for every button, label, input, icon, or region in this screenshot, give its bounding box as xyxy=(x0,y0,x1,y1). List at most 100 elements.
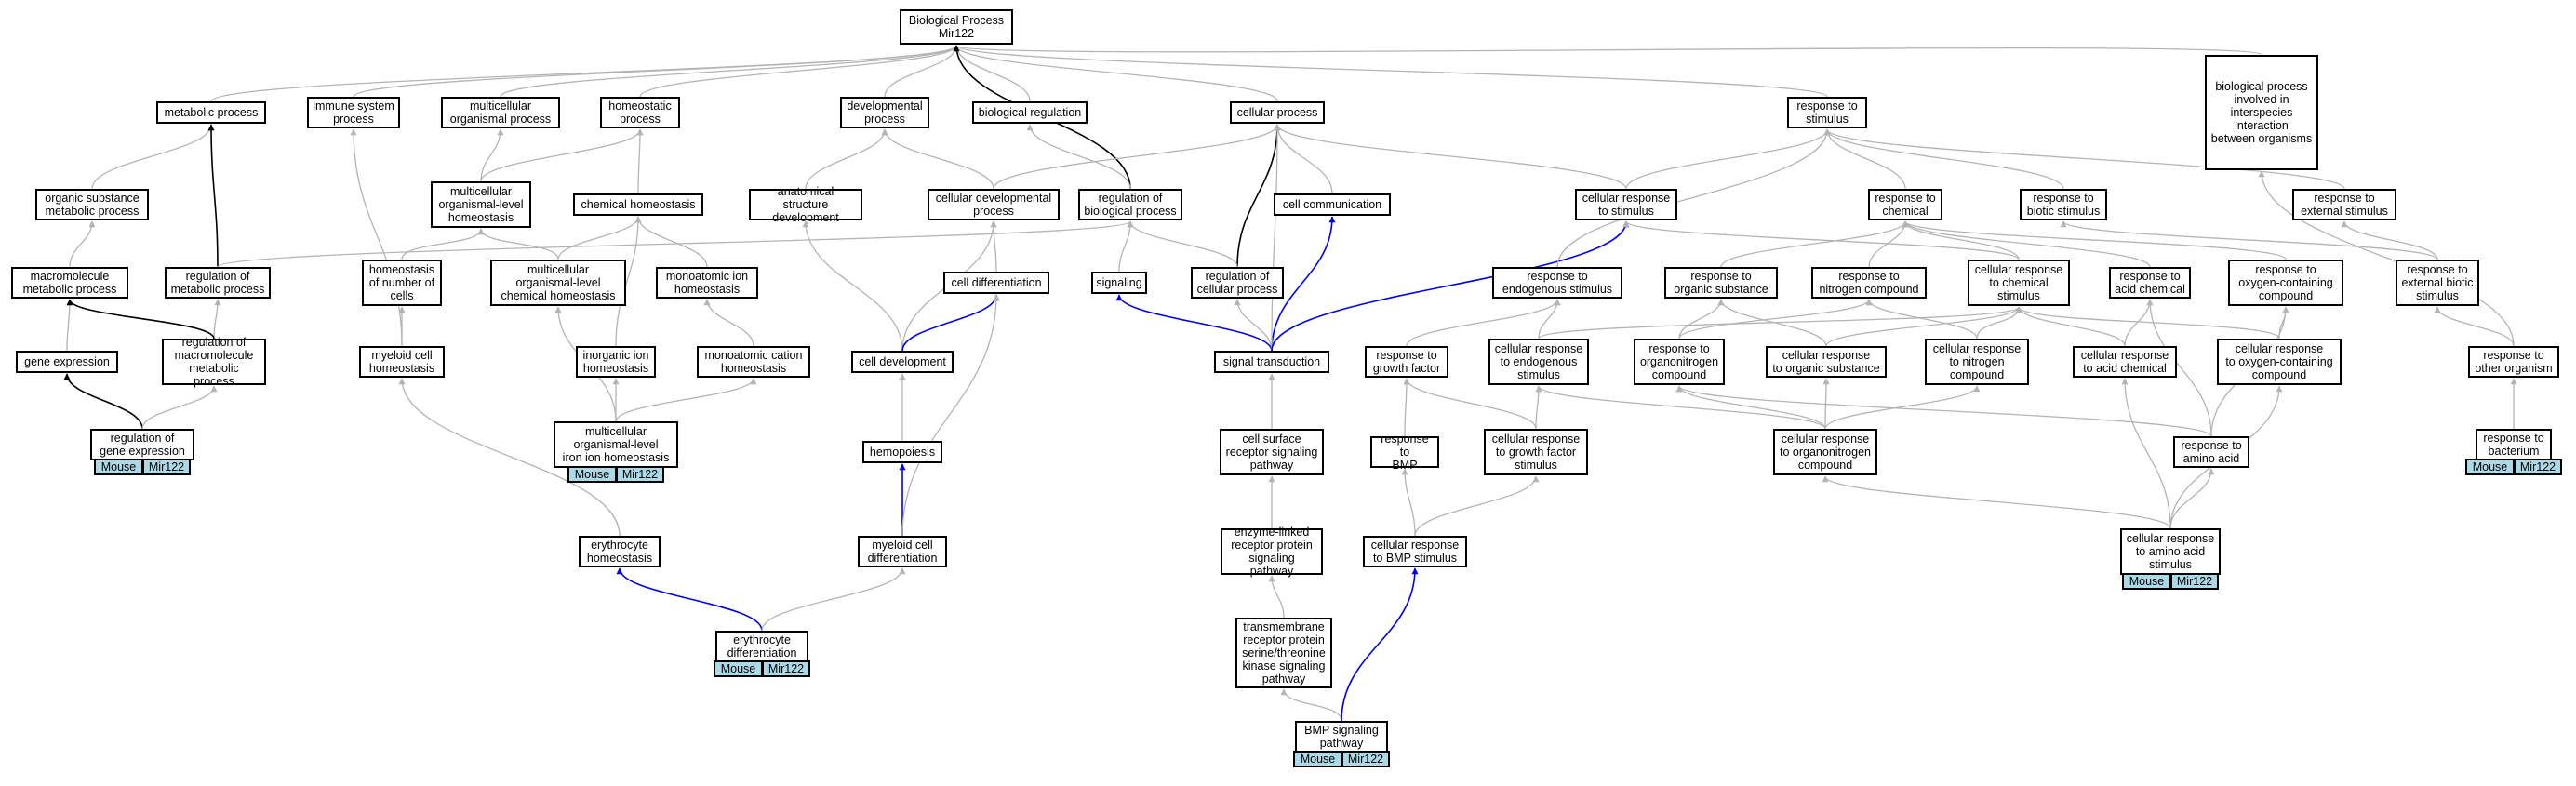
go-term-cell-resp-bmp[interactable]: cellular response to BMP stimulus xyxy=(1363,536,1467,567)
go-term-resp-organonitro[interactable]: response to organonitrogen compound xyxy=(1634,339,1725,385)
go-term-resp-biotic[interactable]: response to biotic stimulus xyxy=(2020,189,2107,220)
edge-resp_chem-resp_stim xyxy=(1823,128,1906,190)
go-term-erythro-diff[interactable]: erythrocyte differentiation xyxy=(715,631,808,662)
go-term-cell-resp-chem[interactable]: cellular response to chemical stimulus xyxy=(1968,260,2070,306)
go-term-mc-iron[interactable]: multicellular organismal-level iron ion … xyxy=(554,421,678,468)
edge-resp_endo-resp_stim xyxy=(1556,128,1831,268)
go-term-resp-ext[interactable]: response to external stimulus xyxy=(2292,189,2396,220)
go-term-cell-resp-stim[interactable]: cellular response to stimulus xyxy=(1575,189,1677,220)
go-term-resp-ext-biotic[interactable]: response to external biotic stimulus xyxy=(2396,260,2479,306)
go-term-metabolic[interactable]: metabolic process xyxy=(156,101,266,124)
edge-bmp_sig-cell_resp_bmp xyxy=(1341,567,1419,722)
edge-cell_resp_growth-resp_growth xyxy=(1403,378,1537,430)
edge-cell_resp_chem-cell_resp_stim xyxy=(1622,220,2020,260)
go-term-reg-macro[interactable]: regulation of macromolecule metabolic pr… xyxy=(162,336,266,388)
go-term-bmp-sig[interactable]: BMP signaling pathway xyxy=(1295,721,1388,753)
go-term-reg-gene-expr[interactable]: regulation of gene expression xyxy=(90,429,194,460)
go-term-resp-oxy[interactable]: response to oxygen-containing compound xyxy=(2228,260,2343,306)
go-term-resp-stim[interactable]: response to stimulus xyxy=(1787,97,1867,128)
go-term-cell-dev[interactable]: cell development xyxy=(851,351,954,373)
edge-cell_resp_endo-resp_endo xyxy=(1538,299,1561,340)
go-term-developmental[interactable]: developmental process xyxy=(840,97,929,128)
edge-mono_cat-mono_ion xyxy=(703,299,754,347)
go-term-homeostatic[interactable]: homeostatic process xyxy=(600,97,680,128)
edge-cell_diff-cell_dev_proc xyxy=(990,220,997,273)
go-term-cell-dev-proc[interactable]: cellular developmental process xyxy=(928,189,1060,220)
go-term-resp-chem[interactable]: response to chemical xyxy=(1868,189,1942,220)
go-term-cell-resp-acid[interactable]: cellular response to acid chemical xyxy=(2073,346,2177,378)
species-tag: Mouse xyxy=(2122,573,2171,590)
edge-reg_cell-reg_bio xyxy=(1127,220,1238,268)
go-term-mc-chem-homeo[interactable]: multicellular organismal-level chemical … xyxy=(490,260,626,306)
go-term-sig-trans[interactable]: signal transduction xyxy=(1214,351,1329,373)
go-term-resp-orgsub[interactable]: response to organic substance xyxy=(1664,267,1778,299)
go-term-erythro-homeo[interactable]: erythrocyte homeostasis xyxy=(579,536,661,567)
go-term-cellproc[interactable]: cellular process xyxy=(1230,101,1325,124)
edge-signaling-reg_bio xyxy=(1118,220,1134,273)
go-term-resp-amino[interactable]: response to amino acid xyxy=(2173,436,2249,468)
go-term-reg-bio[interactable]: regulation of biological process xyxy=(1078,189,1182,220)
go-term-cell-resp-oxy[interactable]: cellular response to oxygen-containing c… xyxy=(2217,339,2342,385)
edge-cell_resp_nitro-resp_nitro xyxy=(1865,299,1978,340)
go-term-mc-homeo[interactable]: multicellular organismal-level homeostas… xyxy=(431,181,531,228)
go-term-transmembrane[interactable]: transmembrane receptor protein serine/th… xyxy=(1235,618,1332,688)
edge-erythro_homeo-myeloid_homeo xyxy=(398,378,621,537)
go-term-cell-diff[interactable]: cell differentiation xyxy=(943,272,1049,294)
go-term-inorg-ion[interactable]: inorganic ion homeostasis xyxy=(576,346,656,378)
edge-cell_resp_amino-resp_amino xyxy=(2169,468,2215,529)
go-term-myeloid-diff[interactable]: myeloid cell differentiation xyxy=(858,536,947,567)
go-term-cell-resp-endo[interactable]: cellular response to endogenous stimulus xyxy=(1488,339,1589,385)
edge-reg_macro-reg_met xyxy=(213,299,221,340)
edge-resp_acid-resp_chem xyxy=(1902,220,2151,268)
go-term-immune[interactable]: immune system process xyxy=(307,97,400,128)
edge-resp_other_org-resp_ext_biotic xyxy=(2434,306,2515,347)
go-term-resp-other-org[interactable]: response to other organism xyxy=(2468,346,2559,378)
go-term-org-sub-met[interactable]: organic substance metabolic process xyxy=(35,189,149,220)
go-term-resp-nitro[interactable]: response to nitrogen compound xyxy=(1811,267,1927,299)
go-term-myeloid-homeo[interactable]: myeloid cell homeostasis xyxy=(359,346,445,378)
go-term-signaling[interactable]: signaling xyxy=(1091,272,1147,294)
go-term-cell-comm[interactable]: cell communication xyxy=(1274,193,1391,216)
species-tag: Mouse xyxy=(567,466,617,483)
go-term-interspecies[interactable]: biological process involved in interspec… xyxy=(2205,55,2318,170)
edge-developmental-bp xyxy=(884,45,960,98)
go-term-bp[interactable]: Biological Process Mir122 xyxy=(900,9,1013,45)
go-term-cell-surface[interactable]: cell surface receptor signaling pathway xyxy=(1220,429,1324,475)
edge-cell_resp_amino-cell_resp_organonitro xyxy=(1822,475,2171,529)
go-term-bioreg[interactable]: biological regulation xyxy=(972,101,1088,124)
go-term-resp-bacterium[interactable]: response to bacterium xyxy=(2476,429,2552,460)
go-term-mono-cat[interactable]: monoatomic cation homeostasis xyxy=(697,346,810,378)
go-term-enzyme-linked[interactable]: enzyme-linked receptor protein signaling… xyxy=(1221,526,1323,578)
go-term-resp-bmp[interactable]: response to BMP xyxy=(1370,433,1439,472)
go-term-multiorg[interactable]: multicellular organismal process xyxy=(441,97,560,128)
edge-cell_resp_organonitro-cell_resp_nitro xyxy=(1824,385,1981,430)
edge-resp_stim-bp xyxy=(953,45,1828,98)
edge-resp_amino-resp_acid xyxy=(2146,299,2212,437)
go-term-gene-expr[interactable]: gene expression xyxy=(16,351,118,373)
go-term-homeo-num[interactable]: homeostasis of number of cells xyxy=(362,260,442,306)
go-term-anat-dev[interactable]: anatomical structure development xyxy=(749,185,862,224)
go-term-reg-met[interactable]: regulation of metabolic process xyxy=(165,267,271,299)
go-term-cell-resp-nitro[interactable]: cellular response to nitrogen compound xyxy=(1925,339,2029,385)
edge-chem_homeo-homeostatic xyxy=(636,128,644,194)
edge-bmp_sig-transmembrane xyxy=(1280,688,1342,722)
species-tag: Mouse xyxy=(714,660,763,677)
edge-resp_bmp-resp_growth xyxy=(1403,378,1410,437)
go-term-cell-resp-amino[interactable]: cellular response to amino acid stimulus xyxy=(2120,528,2221,575)
go-term-hemopoiesis[interactable]: hemopoiesis xyxy=(862,441,942,463)
go-term-macro-met[interactable]: macromolecule metabolic process xyxy=(11,267,128,299)
go-term-resp-endo[interactable]: response to endogenous stimulus xyxy=(1492,267,1622,299)
gene-tag: Mir122 xyxy=(2514,459,2562,475)
go-term-cell-resp-growth[interactable]: cellular response to growth factor stimu… xyxy=(1484,429,1588,475)
edge-homeo_num-mc_homeo xyxy=(401,228,485,260)
go-term-cell-resp-orgsub[interactable]: cellular response to organic substance xyxy=(1766,346,1887,378)
go-term-mono-ion[interactable]: monoatomic ion homeostasis xyxy=(656,267,758,299)
go-term-resp-growth[interactable]: response to growth factor xyxy=(1365,346,1448,378)
go-term-cell-resp-organonitro[interactable]: cellular response to organonitrogen comp… xyxy=(1773,429,1877,475)
go-term-resp-acid[interactable]: response to acid chemical xyxy=(2109,267,2191,299)
edge-myeloid_diff-cell_diff xyxy=(901,294,1000,537)
edge-cell_resp_chem-resp_chem xyxy=(1902,220,2020,260)
go-term-reg-cell[interactable]: regulation of cellular process xyxy=(1191,267,1284,299)
edge-resp_orgsub-resp_chem xyxy=(1720,220,1909,268)
go-term-chem-homeo[interactable]: chemical homeostasis xyxy=(573,193,703,216)
